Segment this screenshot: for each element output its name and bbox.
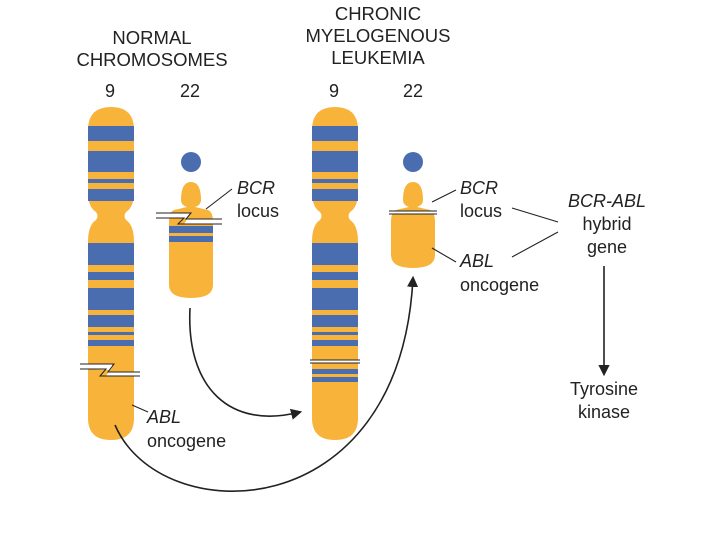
cml-chromosome-9-band-2 [312, 151, 358, 172]
normal-header-line-2: CHROMOSOMES [76, 49, 227, 70]
arrows [114, 266, 610, 492]
chromosome-9-band-9 [88, 332, 134, 335]
chromosome-number-normal-22: 22 [180, 81, 200, 101]
label-abl-normal-gene: ABL [146, 407, 181, 427]
label-bcr-cml-word: locus [460, 201, 502, 221]
normal-header: NORMAL CHROMOSOMES [76, 27, 227, 70]
label-hybrid-gene: BCR-ABL hybrid gene [568, 191, 646, 257]
chromosome-number-normal-9: 9 [105, 81, 115, 101]
cml-chromosome-9-band-3 [312, 179, 358, 183]
leader-bcr-cml [431, 189, 457, 203]
chromosome-number-cml-22: 22 [403, 81, 423, 101]
break-mark-22 [156, 212, 222, 225]
cml-chromosome-9-band-10 [312, 340, 358, 346]
cml-chromosome-9-band-9 [312, 332, 358, 335]
cml-chromosome-22-junction [389, 211, 437, 214]
label-bcr-cml-gene: BCR [460, 178, 498, 198]
label-abl-normal: ABL oncogene [146, 407, 226, 451]
chromosome-9-band-8 [88, 315, 134, 327]
chromosome-9-band-7 [88, 288, 134, 310]
cml-chromosome-22-satellite [403, 152, 423, 172]
normal-chromosome-22 [156, 152, 222, 298]
label-abl-cml-word: oncogene [460, 275, 539, 295]
chromosome-9-band-1 [88, 126, 134, 141]
label-bcr-cml: BCR locus [460, 178, 502, 221]
cml-header-line-1: CHRONIC [335, 3, 421, 24]
bracket-bottom [511, 231, 559, 258]
chromosome-9-band-4 [88, 189, 134, 201]
bracket-top [511, 207, 559, 223]
label-tyrosine-kinase: Tyrosine kinase [570, 379, 638, 422]
cml-chromosome-9-band-1 [312, 126, 358, 141]
normal-chromosome-9 [80, 107, 140, 440]
break-mark-9 [80, 363, 140, 377]
label-hybrid-gene-line-1: BCR-ABL [568, 191, 646, 211]
cml-header-line-2: MYELOGENOUS [306, 25, 451, 46]
cml-chromosome-22 [389, 152, 437, 268]
chromosome-22-band-1 [169, 226, 213, 233]
label-hybrid-gene-line-3: gene [587, 237, 627, 257]
cml-chromosome-9-band-6 [312, 272, 358, 280]
cml-header-line-3: LEUKEMIA [331, 47, 425, 68]
arrow-22-to-cml-9 [189, 307, 303, 420]
chromosome-22-satellite [181, 152, 201, 172]
label-tyrosine-kinase-line-2: kinase [578, 402, 630, 422]
label-bcr-normal-gene: BCR [237, 178, 275, 198]
chromosome-22-band-2 [169, 236, 213, 242]
normal-header-line-1: NORMAL [112, 27, 191, 48]
leader-abl-normal [131, 404, 149, 413]
cml-header: CHRONIC MYELOGENOUS LEUKEMIA [306, 3, 451, 68]
cml-chromosome-9-band-11 [312, 369, 358, 374]
chromosome-9-band-2 [88, 151, 134, 172]
label-abl-cml-gene: ABL [459, 251, 494, 271]
leader-bcr-normal [205, 188, 233, 210]
label-bcr-normal: BCR locus [237, 178, 279, 221]
cml-chromosome-9-band-5 [312, 243, 358, 265]
cml-chromosome-9 [310, 107, 360, 440]
cml-chromosome-9-band-12 [312, 377, 358, 382]
label-abl-cml: ABL oncogene [459, 251, 539, 295]
chromosome-number-cml-9: 9 [329, 81, 339, 101]
cml-chromosome-9-band-7 [312, 288, 358, 310]
cml-chromosome-9-junction [310, 360, 360, 363]
chromosome-9-band-6 [88, 272, 134, 280]
label-tyrosine-kinase-line-1: Tyrosine [570, 379, 638, 399]
label-hybrid-gene-line-2: hybrid [582, 214, 631, 234]
cml-chromosome-9-band-4 [312, 189, 358, 201]
cml-chromosome-9-band-8 [312, 315, 358, 327]
cml-chromosome-22-body [391, 182, 435, 268]
chromosome-9-band-10 [88, 340, 134, 346]
label-bcr-normal-word: locus [237, 201, 279, 221]
chromosome-9-band-5 [88, 243, 134, 265]
arrow-9-to-cml-22 [114, 275, 419, 492]
label-abl-normal-word: oncogene [147, 431, 226, 451]
chromosome-9-band-3 [88, 179, 134, 183]
leader-abl-cml [431, 247, 457, 263]
leader-lines [131, 188, 559, 413]
